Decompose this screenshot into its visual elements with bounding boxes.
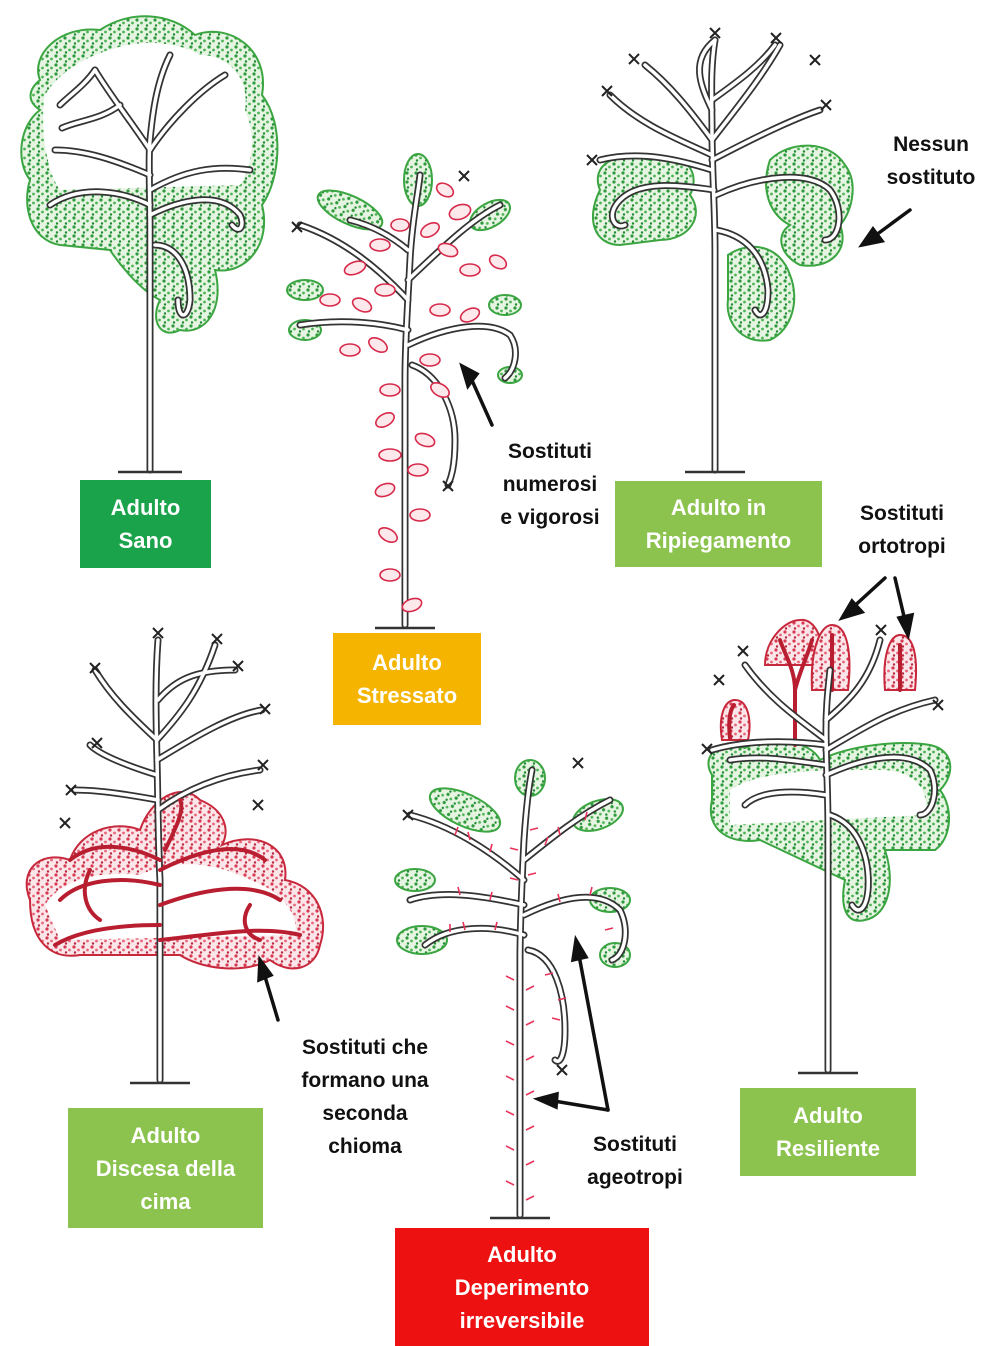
stage-label-line: Adulto in	[671, 491, 766, 524]
stage-label-deperimento: Adulto Deperimento irreversibile	[395, 1228, 649, 1346]
cut-mark-icon	[403, 758, 583, 1075]
stage-label-stressato: Adulto Stressato	[333, 633, 481, 725]
note-line: Sostituti che	[280, 1031, 450, 1064]
note-line: ortotropi	[837, 530, 967, 563]
stage-label-line: Deperimento	[455, 1271, 589, 1304]
tree-healthy	[21, 16, 277, 472]
note-line: seconda	[280, 1097, 450, 1130]
tree-resilient	[702, 620, 950, 1073]
stage-label-line: cima	[140, 1185, 190, 1218]
stage-label-line: Adulto	[793, 1099, 863, 1132]
stage-label-line: Adulto	[487, 1238, 557, 1271]
stage-label-line: Adulto	[131, 1119, 201, 1152]
stage-label-line: Ripiegamento	[646, 524, 791, 557]
tree-crown-descent	[27, 628, 323, 1083]
stage-label-line: irreversibile	[460, 1304, 585, 1337]
note-line: Nessun	[866, 128, 996, 161]
note-line: Sostituti	[480, 435, 620, 468]
note-sostituti-ortotropi: Sostituti ortotropi	[837, 497, 967, 563]
stage-label-line: Stressato	[357, 679, 457, 712]
note-sostituti-ageotropi: Sostituti ageotropi	[570, 1128, 700, 1194]
stage-label-ripiegamento: Adulto in Ripiegamento	[615, 481, 822, 567]
note-nessun-sostituto: Nessun sostituto	[866, 128, 996, 194]
note-line: formano una	[280, 1064, 450, 1097]
stage-label-line: Adulto	[111, 491, 181, 524]
note-line: sostituto	[866, 161, 996, 194]
note-line: ageotropi	[570, 1161, 700, 1194]
stage-label-line: Discesa della	[96, 1152, 235, 1185]
tree-retreating	[587, 28, 853, 472]
note-sostituti-numerosi: Sostituti numerosi e vigorosi	[480, 435, 620, 534]
tree-stressed	[287, 154, 522, 628]
stage-label-line: Adulto	[372, 646, 442, 679]
note-line: Sostituti	[570, 1128, 700, 1161]
stage-label-sano: Adulto Sano	[80, 480, 211, 568]
stage-label-line: Resiliente	[776, 1132, 880, 1165]
note-line: e vigorosi	[480, 501, 620, 534]
note-line: Sostituti	[837, 497, 967, 530]
stage-label-discesa: Adulto Discesa della cima	[68, 1108, 263, 1228]
stage-label-resiliente: Adulto Resiliente	[740, 1088, 916, 1176]
note-line: chioma	[280, 1130, 450, 1163]
note-seconda-chioma: Sostituti che formano una seconda chioma	[280, 1031, 450, 1163]
stage-label-line: Sano	[119, 524, 173, 557]
note-line: numerosi	[480, 468, 620, 501]
